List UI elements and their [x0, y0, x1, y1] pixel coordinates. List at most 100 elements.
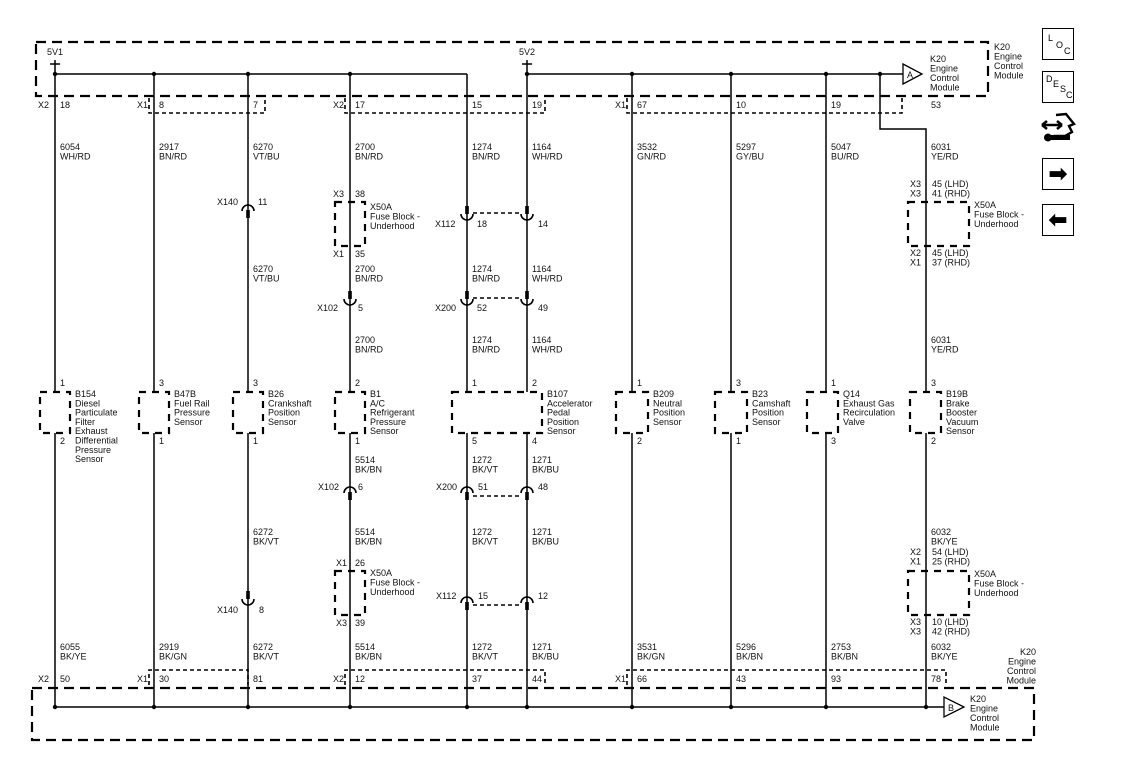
fuse-connector-id: X1: [333, 249, 344, 259]
x2-connector-outline-bottom: [344, 669, 546, 685]
component-b107-outline[interactable]: [450, 390, 544, 435]
component-q14-label: Recirculation: [843, 408, 895, 418]
fuse-block-x50a-3-outline[interactable]: [906, 200, 971, 248]
wire-label-mid-upper: BN/RD: [355, 345, 384, 355]
wire-label-bottom: BK/BN: [355, 652, 382, 662]
inline-connector-x200-upper-a[interactable]: [460, 298, 474, 306]
component-q14-outline[interactable]: [805, 390, 840, 435]
component-b154-label: B154: [75, 389, 96, 399]
wire-label-bottom: 6055: [60, 642, 80, 652]
component-b47b-label: B47B: [174, 389, 196, 399]
inline-connector-x112-lower-b[interactable]: [520, 596, 534, 604]
module-name-label-top: Engine: [994, 52, 1022, 62]
top-pin-number: 7: [253, 100, 258, 110]
inline-connector-x200-lower-b[interactable]: [520, 486, 534, 494]
component-pin-bottom: 2: [60, 436, 65, 446]
wire-label-top: 1274: [472, 142, 492, 152]
next-page-button[interactable]: ➡: [1042, 158, 1074, 190]
module-name-label-bottom-right: K20: [1020, 647, 1036, 657]
component-b47b-outline[interactable]: [137, 390, 171, 435]
inline-connector-x102-upper-pin: [348, 291, 352, 299]
component-b107-label: Sensor: [547, 426, 576, 436]
top-pin-number: 53: [931, 100, 941, 110]
inline-connector-x112-lower-a-pin: [465, 602, 469, 610]
fuse-block-label: Fuse Block -: [370, 578, 420, 588]
component-b19b-label: Sensor: [946, 426, 975, 436]
fuse-block-label: Fuse Block -: [370, 212, 420, 222]
component-b19b-label: Vacuum: [946, 417, 978, 427]
component-pin-bottom: 1: [736, 436, 741, 446]
junction-dot: [823, 704, 829, 710]
desc-letter-c: C: [1066, 90, 1073, 100]
desc-letter-s: S: [1060, 84, 1067, 94]
top-pin-number: 19: [831, 100, 841, 110]
wire-label-bottom: BK/GN: [159, 652, 187, 662]
wire-label-top: 1164: [532, 142, 551, 152]
inline-connector-x112-lower-b-pin: [525, 602, 529, 610]
inline-connector-x112-upper-b[interactable]: [520, 213, 534, 221]
previous-page-button[interactable]: ⬅: [1042, 204, 1074, 236]
inline-connector-x112-lower-a[interactable]: [460, 596, 474, 604]
component-b1-label: Sensor: [370, 426, 399, 436]
component-b154-label: Exhaust: [75, 426, 108, 436]
wire-label-bottom: 1271: [532, 642, 552, 652]
service-tools-icon[interactable]: [1040, 112, 1076, 146]
inline-connector-x102-lower-pin: [348, 492, 352, 500]
component-b1-label: Refrigerant: [370, 408, 415, 418]
bottom-pin-number: 12: [355, 674, 365, 684]
connector-a-marker[interactable]: [902, 62, 924, 86]
wire-label-top: YE/RD: [931, 152, 959, 162]
wire-label-top: 5297: [736, 142, 756, 152]
component-b209-outline[interactable]: [614, 390, 650, 435]
component-pin-top: 2: [532, 378, 537, 388]
junction-dot: [347, 71, 353, 77]
component-b23-label: Position: [752, 408, 784, 418]
inline-connector-x140-top[interactable]: [241, 204, 255, 212]
double-arrow: [1041, 120, 1063, 130]
wire-label-top: WH/RD: [60, 152, 91, 162]
junction-dot: [52, 704, 58, 710]
inline-connector-x102-lower[interactable]: [343, 486, 357, 494]
component-b107-label: Pedal: [547, 408, 570, 418]
fuse-block-x50a-2-outline[interactable]: [333, 569, 367, 617]
component-b154-outline[interactable]: [38, 390, 72, 435]
component-b26-outline[interactable]: [231, 390, 265, 435]
wire-label-top: BN/RD: [355, 152, 384, 162]
top-pin-number: 19: [532, 100, 542, 110]
inline-connector-x102-upper[interactable]: [343, 298, 357, 306]
description-button[interactable]: D E S C: [1042, 71, 1074, 103]
wire-label-top: 2917: [159, 142, 179, 152]
component-b1-outline[interactable]: [333, 390, 367, 435]
inline-connector-id: X102: [317, 303, 338, 313]
fuse-block-label: Fuse Block -: [974, 579, 1024, 589]
component-b19b-outline[interactable]: [908, 390, 943, 435]
x1-connector-outline-top: [148, 98, 266, 114]
wire-label-mid-upper: WH/RD: [532, 345, 563, 355]
wire-label-mid-upper: 1274: [472, 264, 492, 274]
component-q14-label: Valve: [843, 417, 865, 427]
inline-connector-x200-upper-b[interactable]: [520, 298, 534, 306]
wire-label-bottom: BK/GN: [637, 652, 665, 662]
location-button[interactable]: L O C: [1042, 28, 1074, 60]
bottom-pin-number: 37: [472, 674, 482, 684]
wire-label-mid-lower: 1272: [472, 455, 492, 465]
component-b23-outline[interactable]: [713, 390, 749, 435]
junction-dot: [629, 71, 635, 77]
inline-connector-x200-lower-a[interactable]: [460, 486, 474, 494]
wire-label-bottom: 1272: [472, 642, 492, 652]
wire-label-mid-lower: BK/BU: [532, 465, 559, 475]
junction-dot: [245, 71, 251, 77]
fuse-block-x50a-4-outline[interactable]: [906, 569, 971, 617]
fuse-block-x50a-1-outline[interactable]: [333, 200, 367, 248]
inline-connector-x112-upper-a[interactable]: [460, 213, 474, 221]
wrench-shape: [1043, 133, 1070, 142]
inline-connector-x200-lower-a-pin: [465, 492, 469, 500]
fuse-block-label: Underhood: [370, 587, 415, 597]
wire-label-mid-upper: BN/RD: [472, 345, 501, 355]
wire-label-top: 2700: [355, 142, 375, 152]
desc-letter-e: E: [1053, 79, 1060, 89]
wire-label-top: 6054: [60, 142, 80, 152]
junction-dot: [464, 704, 470, 710]
inline-connector-x140-bottom[interactable]: [241, 598, 255, 606]
fuse-pin: 37 (RHD): [932, 258, 970, 268]
